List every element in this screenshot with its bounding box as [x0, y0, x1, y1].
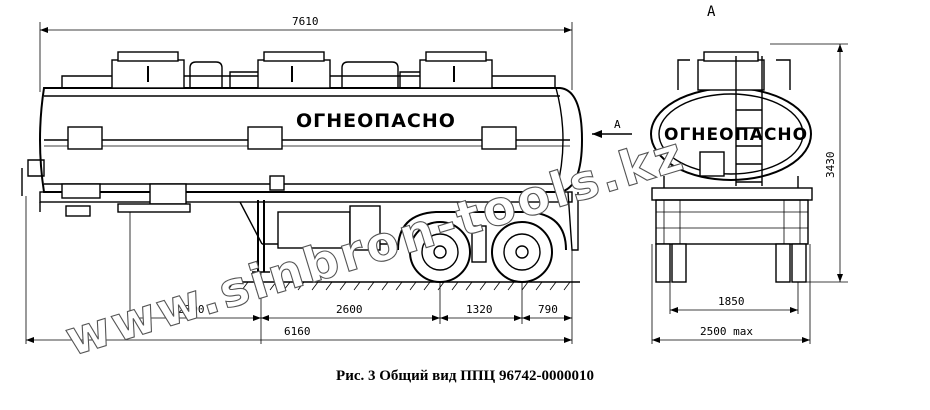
side-tank-label: ОГНЕОПАСНО [296, 110, 456, 132]
dim-leg-to-axle: 2600 [336, 303, 363, 316]
side-view: 7610 ОГНЕОПАСНО [21, 15, 632, 344]
front-plate [27, 159, 45, 177]
front-frame [651, 176, 813, 245]
height-dimension: 3430 [770, 43, 848, 283]
front-dome [697, 59, 765, 91]
hatch-dome-1 [111, 51, 185, 89]
watermark: www.sinbron-tools.kz [59, 125, 692, 367]
overall-length-label: 7610 [292, 15, 319, 28]
track-dimension: 1850 [669, 282, 799, 314]
breather-pipe-4 [399, 71, 420, 88]
chassis-frame [39, 175, 573, 245]
dim-kingpin-to-leg: 2300 [178, 303, 205, 316]
dim-rear-overhang: 790 [538, 303, 558, 316]
dim-width: 2500 max [700, 325, 753, 338]
hatch-dome-3 [419, 51, 493, 89]
section-a-marker: A [614, 118, 621, 131]
ground-line [227, 281, 580, 291]
tool-box [277, 211, 351, 249]
front-wheels-right [775, 243, 807, 283]
front-handrails [677, 59, 791, 90]
dim-axle-spacing: 1320 [466, 303, 493, 316]
front-wheels-left [655, 243, 687, 283]
front-view-title: A [707, 4, 716, 20]
front-ladder [735, 56, 763, 186]
suspension-bogie [471, 225, 487, 263]
dim-total-base: 6160 [284, 325, 311, 338]
hatch-dome-2 [257, 51, 331, 89]
breather-pipe-2 [229, 71, 258, 88]
section-a-arrow: A [592, 118, 632, 138]
fender [397, 211, 567, 251]
dim-track: 1850 [718, 295, 745, 308]
width-dimension: 2500 max [651, 244, 811, 344]
overall-length-dimension: 7610 [39, 15, 573, 92]
base-dimensions: 2300 2600 1320 790 6160 [26, 303, 572, 343]
front-hatch-plate [699, 151, 725, 177]
rear-bumper [567, 191, 579, 251]
tank-body: ОГНЕОПАСНО [39, 87, 584, 193]
breather-pipe-1 [189, 61, 223, 88]
dim-height: 3430 [824, 152, 837, 179]
figure-caption: Рис. 3 Общий вид ППЦ 96742-0000010 [336, 368, 594, 384]
pump-cabinet [349, 205, 381, 251]
front-view: A ОГНЕОПАСНО [650, 4, 848, 344]
breather-pipe-3 [341, 61, 399, 88]
